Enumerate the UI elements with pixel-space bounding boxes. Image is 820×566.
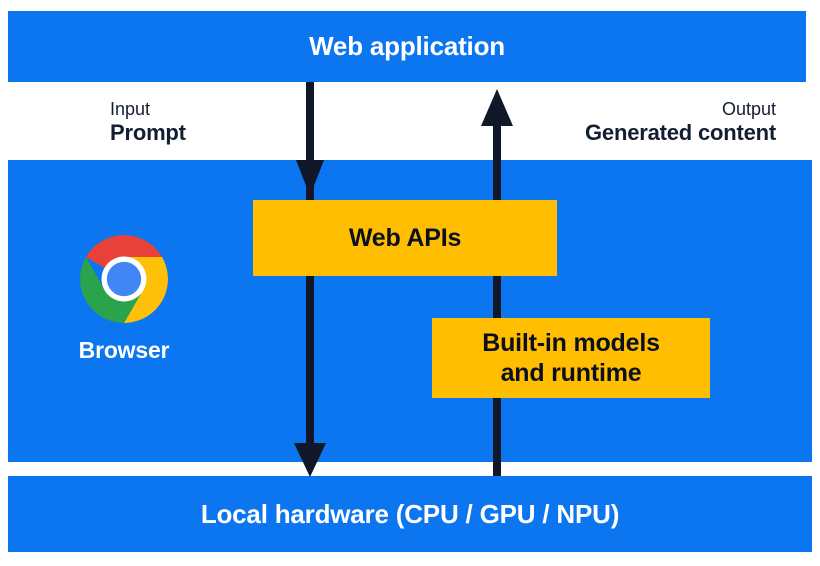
built-in-models-line-1: Built-in models bbox=[482, 328, 660, 357]
local-hardware-band: Local hardware (CPU / GPU / NPU) bbox=[8, 476, 812, 552]
local-hardware-label: Local hardware (CPU / GPU / NPU) bbox=[200, 499, 620, 529]
input-value-label: Prompt bbox=[110, 120, 186, 146]
browser-group: Browser bbox=[79, 235, 170, 363]
chrome-logo-icon bbox=[80, 235, 168, 323]
built-in-models-line-2: and runtime bbox=[500, 359, 642, 387]
web-apis-box: Web APIs bbox=[253, 200, 557, 276]
input-kind-label: Input bbox=[110, 99, 151, 119]
output-annotation: Output Generated content bbox=[585, 99, 776, 146]
input-annotation: Input Prompt bbox=[110, 99, 186, 146]
web-application-label: Web application bbox=[309, 31, 505, 61]
web-apis-label: Web APIs bbox=[348, 223, 462, 252]
browser-label: Browser bbox=[78, 337, 170, 363]
output-kind-label: Output bbox=[721, 99, 776, 119]
web-application-band: Web application bbox=[8, 11, 806, 82]
built-in-models-label: Built-in models and runtime bbox=[472, 328, 670, 389]
built-in-models-box: Built-in models and runtime bbox=[432, 318, 710, 398]
output-value-label: Generated content bbox=[585, 120, 776, 146]
